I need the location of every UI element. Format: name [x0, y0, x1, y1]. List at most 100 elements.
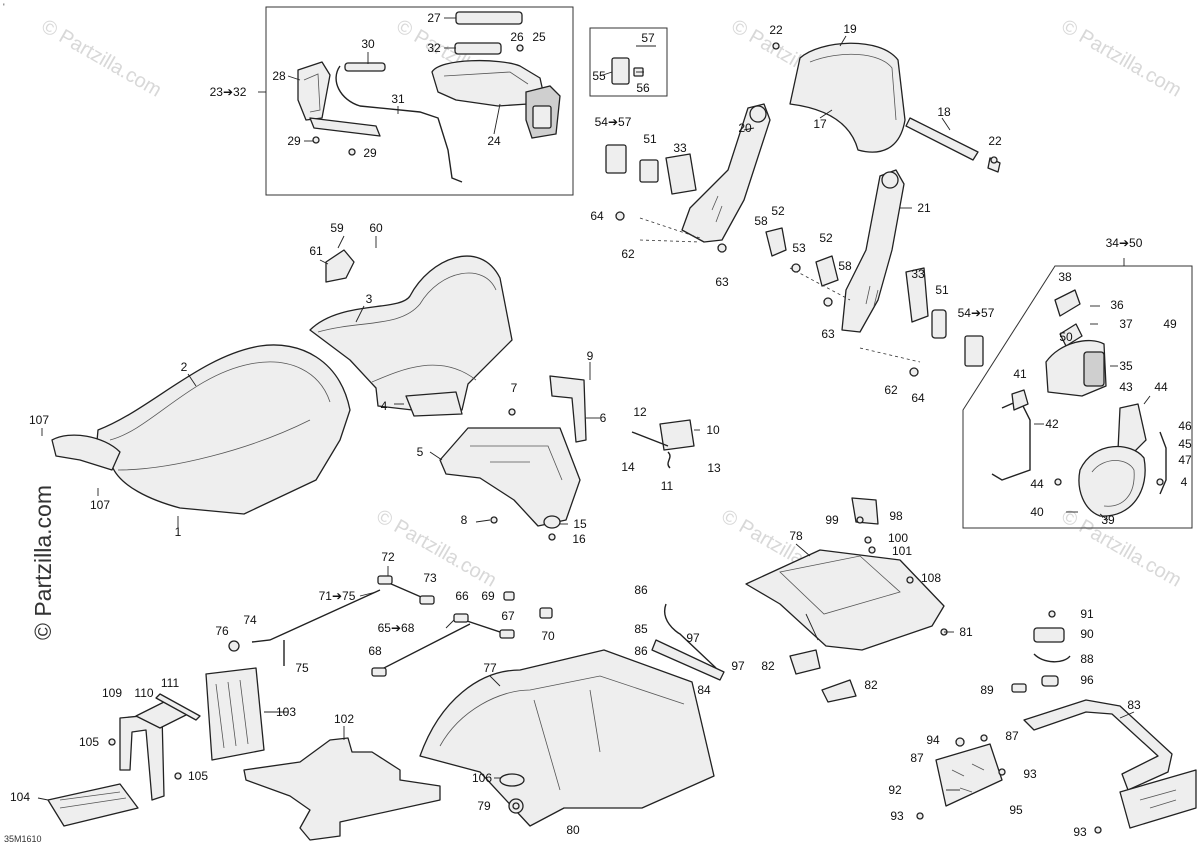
callout-label: 38 [1058, 270, 1072, 284]
callout-label: 30 [361, 37, 375, 51]
callout-label: 8 [460, 513, 468, 527]
callout-label: 11 [660, 479, 674, 493]
callout-label: 70 [541, 629, 555, 643]
backrest-arm-left [605, 103, 771, 243]
callout-label: 35 [1119, 359, 1133, 373]
callout-label: 105 [78, 735, 100, 749]
callout-label: 73 [423, 571, 437, 585]
watermark-text: © Partzilla.com [1058, 15, 1186, 101]
callout-label: 69 [481, 589, 495, 603]
callout-label: 12 [633, 405, 647, 419]
callout-label: 28 [272, 69, 286, 83]
callout-label: 44 [1154, 380, 1168, 394]
callout-label: 64 [590, 209, 604, 223]
callout-label: 55 [592, 69, 606, 83]
callout-label: 85 [634, 622, 648, 636]
callout-label: 23➔32 [209, 85, 247, 99]
callout-label: 87 [910, 751, 924, 765]
callout-label: 82 [864, 678, 878, 692]
callout-label: 14 [621, 460, 635, 474]
rear-fender [419, 649, 715, 827]
callout-label: 62 [884, 383, 898, 397]
callout-label: 24 [487, 134, 501, 148]
callout-label: 67 [501, 609, 515, 623]
callout-label: 52 [819, 231, 833, 245]
callout-label: 33 [673, 141, 687, 155]
callout-label: 6 [599, 411, 607, 425]
callout-label: 100 [887, 531, 909, 545]
group-box-54-57 [589, 27, 668, 97]
callout-label: 27 [427, 11, 441, 25]
callout-label: 40 [1030, 505, 1044, 519]
callout-label: 87 [1005, 729, 1019, 743]
callout-label: 63 [821, 327, 835, 341]
callout-label: 97 [686, 631, 700, 645]
callout-label: 50 [1059, 330, 1073, 344]
callout-label: 56 [636, 81, 650, 95]
callout-label: 19 [843, 22, 857, 36]
switch-kit [611, 45, 656, 85]
callout-label: 86 [634, 583, 648, 597]
callout-label: 33 [911, 267, 925, 281]
callout-label: 93 [1023, 767, 1037, 781]
callout-label: 86 [634, 644, 648, 658]
callout-label: 43 [1119, 380, 1133, 394]
storage-components [47, 667, 265, 827]
leader-lines [37, 17, 1151, 801]
callout-label: 89 [980, 683, 994, 697]
fasteners [108, 42, 1164, 834]
callout-label: 17 [813, 117, 827, 131]
callout-label: 18 [937, 105, 951, 119]
callout-label: 39 [1101, 513, 1115, 527]
callout-label: 63 [715, 275, 729, 289]
callout-label: 2 [180, 360, 188, 374]
callout-label: 93 [1073, 825, 1087, 839]
callout-label: 68 [368, 644, 382, 658]
callout-label: 46 [1178, 419, 1192, 433]
callout-label: 95 [1009, 803, 1023, 817]
bracket-59 [325, 249, 355, 283]
callout-label: 42 [1045, 417, 1059, 431]
callout-label: 29 [287, 134, 301, 148]
callout-label: 10 [706, 423, 720, 437]
callout-label: 92 [888, 783, 902, 797]
callout-label: 5 [416, 445, 424, 459]
callout-label: 66 [455, 589, 469, 603]
callout-label: 3 [365, 292, 373, 306]
callout-label: 45 [1178, 437, 1192, 451]
callout-label: 102 [333, 712, 355, 726]
callout-label: 58 [754, 214, 768, 228]
latch-assembly [1011, 627, 1071, 693]
drawing-code: 35M1610 [4, 834, 42, 844]
callout-label: 79 [477, 799, 491, 813]
callout-label: 110 [134, 686, 154, 700]
rack-frame [1023, 699, 1197, 829]
callout-label: 37 [1119, 317, 1133, 331]
callout-label: 61 [309, 244, 323, 258]
callout-label: 62 [621, 247, 635, 261]
callout-label: 88 [1080, 652, 1094, 666]
mounting-plate [935, 743, 1003, 807]
callout-label: 4 [1180, 475, 1188, 489]
callout-label: 54➔57 [594, 115, 632, 129]
callout-label: 90 [1080, 627, 1094, 641]
callout-label: 54➔57 [957, 306, 995, 320]
callout-label: 94 [926, 733, 940, 747]
watermark-text: © Partzilla.com [38, 15, 166, 101]
callout-label: 104 [9, 790, 31, 804]
seat-main [51, 344, 351, 515]
callout-label: 101 [891, 544, 913, 558]
heated-grip-kit [297, 11, 561, 183]
callout-label: 109 [101, 686, 123, 700]
group-box-34-50 [962, 265, 1193, 529]
backrest-assembly [789, 42, 1001, 173]
backrest-arm-right [765, 169, 984, 367]
callout-label: 44 [1030, 477, 1044, 491]
callout-label: 57 [641, 31, 655, 45]
callout-label: 25 [532, 30, 546, 44]
wiring-harnesses [251, 575, 553, 677]
callout-label: 15 [573, 517, 587, 531]
group-box-23-32 [265, 6, 574, 196]
callout-label: 111 [160, 676, 180, 690]
seat-subframe [439, 375, 695, 529]
